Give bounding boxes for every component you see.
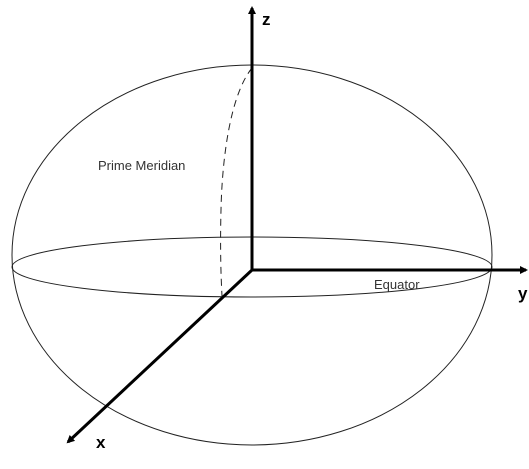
prime-meridian-label: Prime Meridian xyxy=(98,158,185,173)
x-axis-label: x xyxy=(96,433,106,452)
z-axis-label: z xyxy=(262,10,271,29)
y-axis-label: y xyxy=(518,284,528,303)
equator-label: Equator xyxy=(374,277,420,292)
prime-meridian-curve xyxy=(220,67,253,297)
x-axis xyxy=(66,268,254,444)
